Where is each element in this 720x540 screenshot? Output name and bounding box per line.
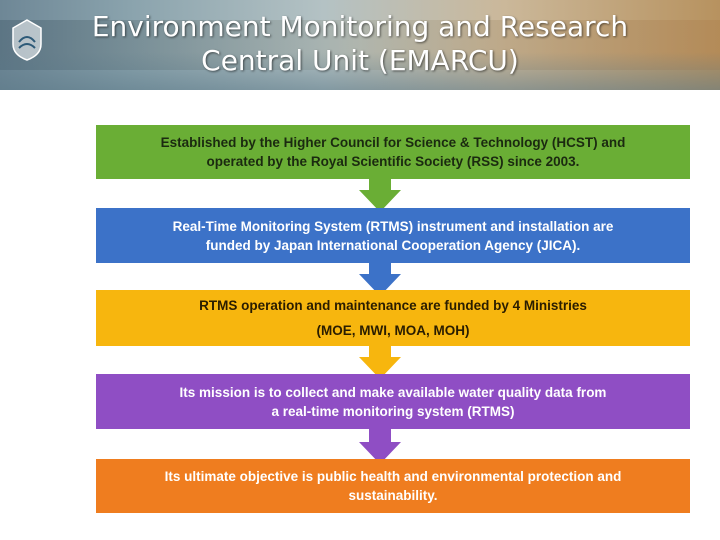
arrow-down-icon [359,343,401,379]
flow-step-objective: Its ultimate objective is public health … [96,459,690,513]
arrow-down-icon [359,176,401,212]
step-text-line: Real-Time Monitoring System (RTMS) instr… [172,218,614,234]
flow-step-operation-funding: RTMS operation and maintenance are funde… [96,290,690,346]
arrow-down-icon [359,426,401,464]
page-title: Environment Monitoring and Research Cent… [40,10,680,78]
logo-icon [12,19,42,61]
step-text-line: operated by the Royal Scientific Society… [206,154,580,169]
flow-step-rtms-funding: Real-Time Monitoring System (RTMS) instr… [96,208,690,263]
flow-step-established: Established by the Higher Council for Sc… [96,125,690,179]
step-text-line: (MOE, MWI, MOA, MOH) [316,323,470,338]
step-text-line: sustainability. [348,488,438,503]
step-text-line: funded by Japan International Cooperatio… [205,237,581,253]
arrow-down-icon [359,260,401,296]
flow-step-mission: Its mission is to collect and make avail… [96,374,690,429]
header-banner: Environment Monitoring and Research Cent… [0,0,720,90]
step-text-line: Its ultimate objective is public health … [164,469,622,484]
step-text-line: Its mission is to collect and make avail… [179,384,607,400]
step-text-line: a real-time monitoring system (RTMS) [271,403,515,419]
step-text-line: RTMS operation and maintenance are funde… [199,298,587,313]
title-line-2: Central Unit (EMARCU) [201,44,519,77]
step-text-line: Established by the Higher Council for Sc… [160,135,626,150]
landscape-water [0,52,720,90]
title-line-1: Environment Monitoring and Research [91,10,629,43]
